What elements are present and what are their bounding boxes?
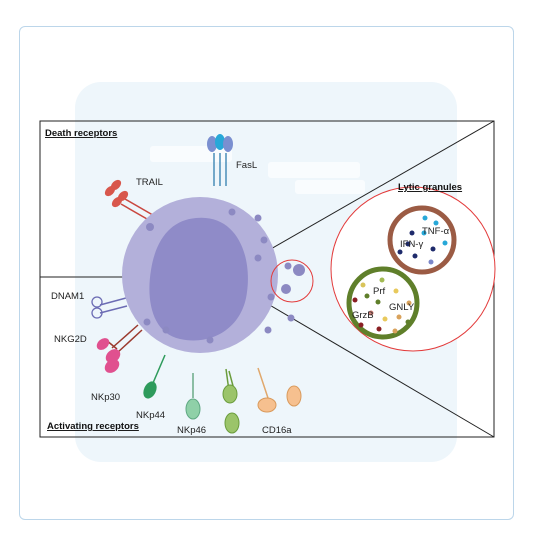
dnam1-receptor <box>91 296 103 319</box>
granule-highlight <box>293 264 305 276</box>
nkp46-label: NKp46 <box>177 425 206 436</box>
cytokine-dots <box>397 215 448 265</box>
cytoplasmic-granules <box>143 208 295 344</box>
cytotoxic-granule <box>346 266 420 340</box>
nkp30-label: NKp30 <box>91 392 120 403</box>
nkp30-receptor <box>104 359 120 373</box>
prf-label: Prf <box>373 286 386 297</box>
trail-label: TRAIL <box>136 177 163 188</box>
nucleus <box>149 217 248 341</box>
dnam1-label: DNAM1 <box>51 291 84 302</box>
granule-highlight <box>281 284 291 294</box>
zoom-source-circle <box>270 259 314 303</box>
trail-receptor <box>104 179 129 208</box>
nkp44-receptor <box>143 381 157 399</box>
nkg2d-receptor <box>96 338 121 363</box>
nkp46-receptor <box>185 398 201 420</box>
grzb-label: GrzB <box>352 310 374 321</box>
fasl-receptor <box>207 134 233 152</box>
activating-receptors-heading: Activating receptors <box>47 421 139 432</box>
background-block <box>268 162 360 178</box>
nkg2d-label: NKG2D <box>54 334 87 345</box>
fasl-label: FasL <box>236 160 257 171</box>
nkp44-label: NKp44 <box>136 410 165 421</box>
cd16a-label: CD16a <box>262 425 292 436</box>
cd16a-receptor <box>257 385 302 413</box>
nkp46-receptor-secondary <box>222 384 240 434</box>
tnf-label: TNF-α <box>422 226 450 237</box>
background-block <box>295 180 365 194</box>
cytotoxic-dots <box>352 277 412 334</box>
lytic-granules-heading: Lytic granules <box>398 182 462 193</box>
death-receptors-heading: Death receptors <box>45 128 117 139</box>
ifn-label: IFN-γ <box>400 239 423 250</box>
gnly-label: GNLY <box>389 302 415 313</box>
